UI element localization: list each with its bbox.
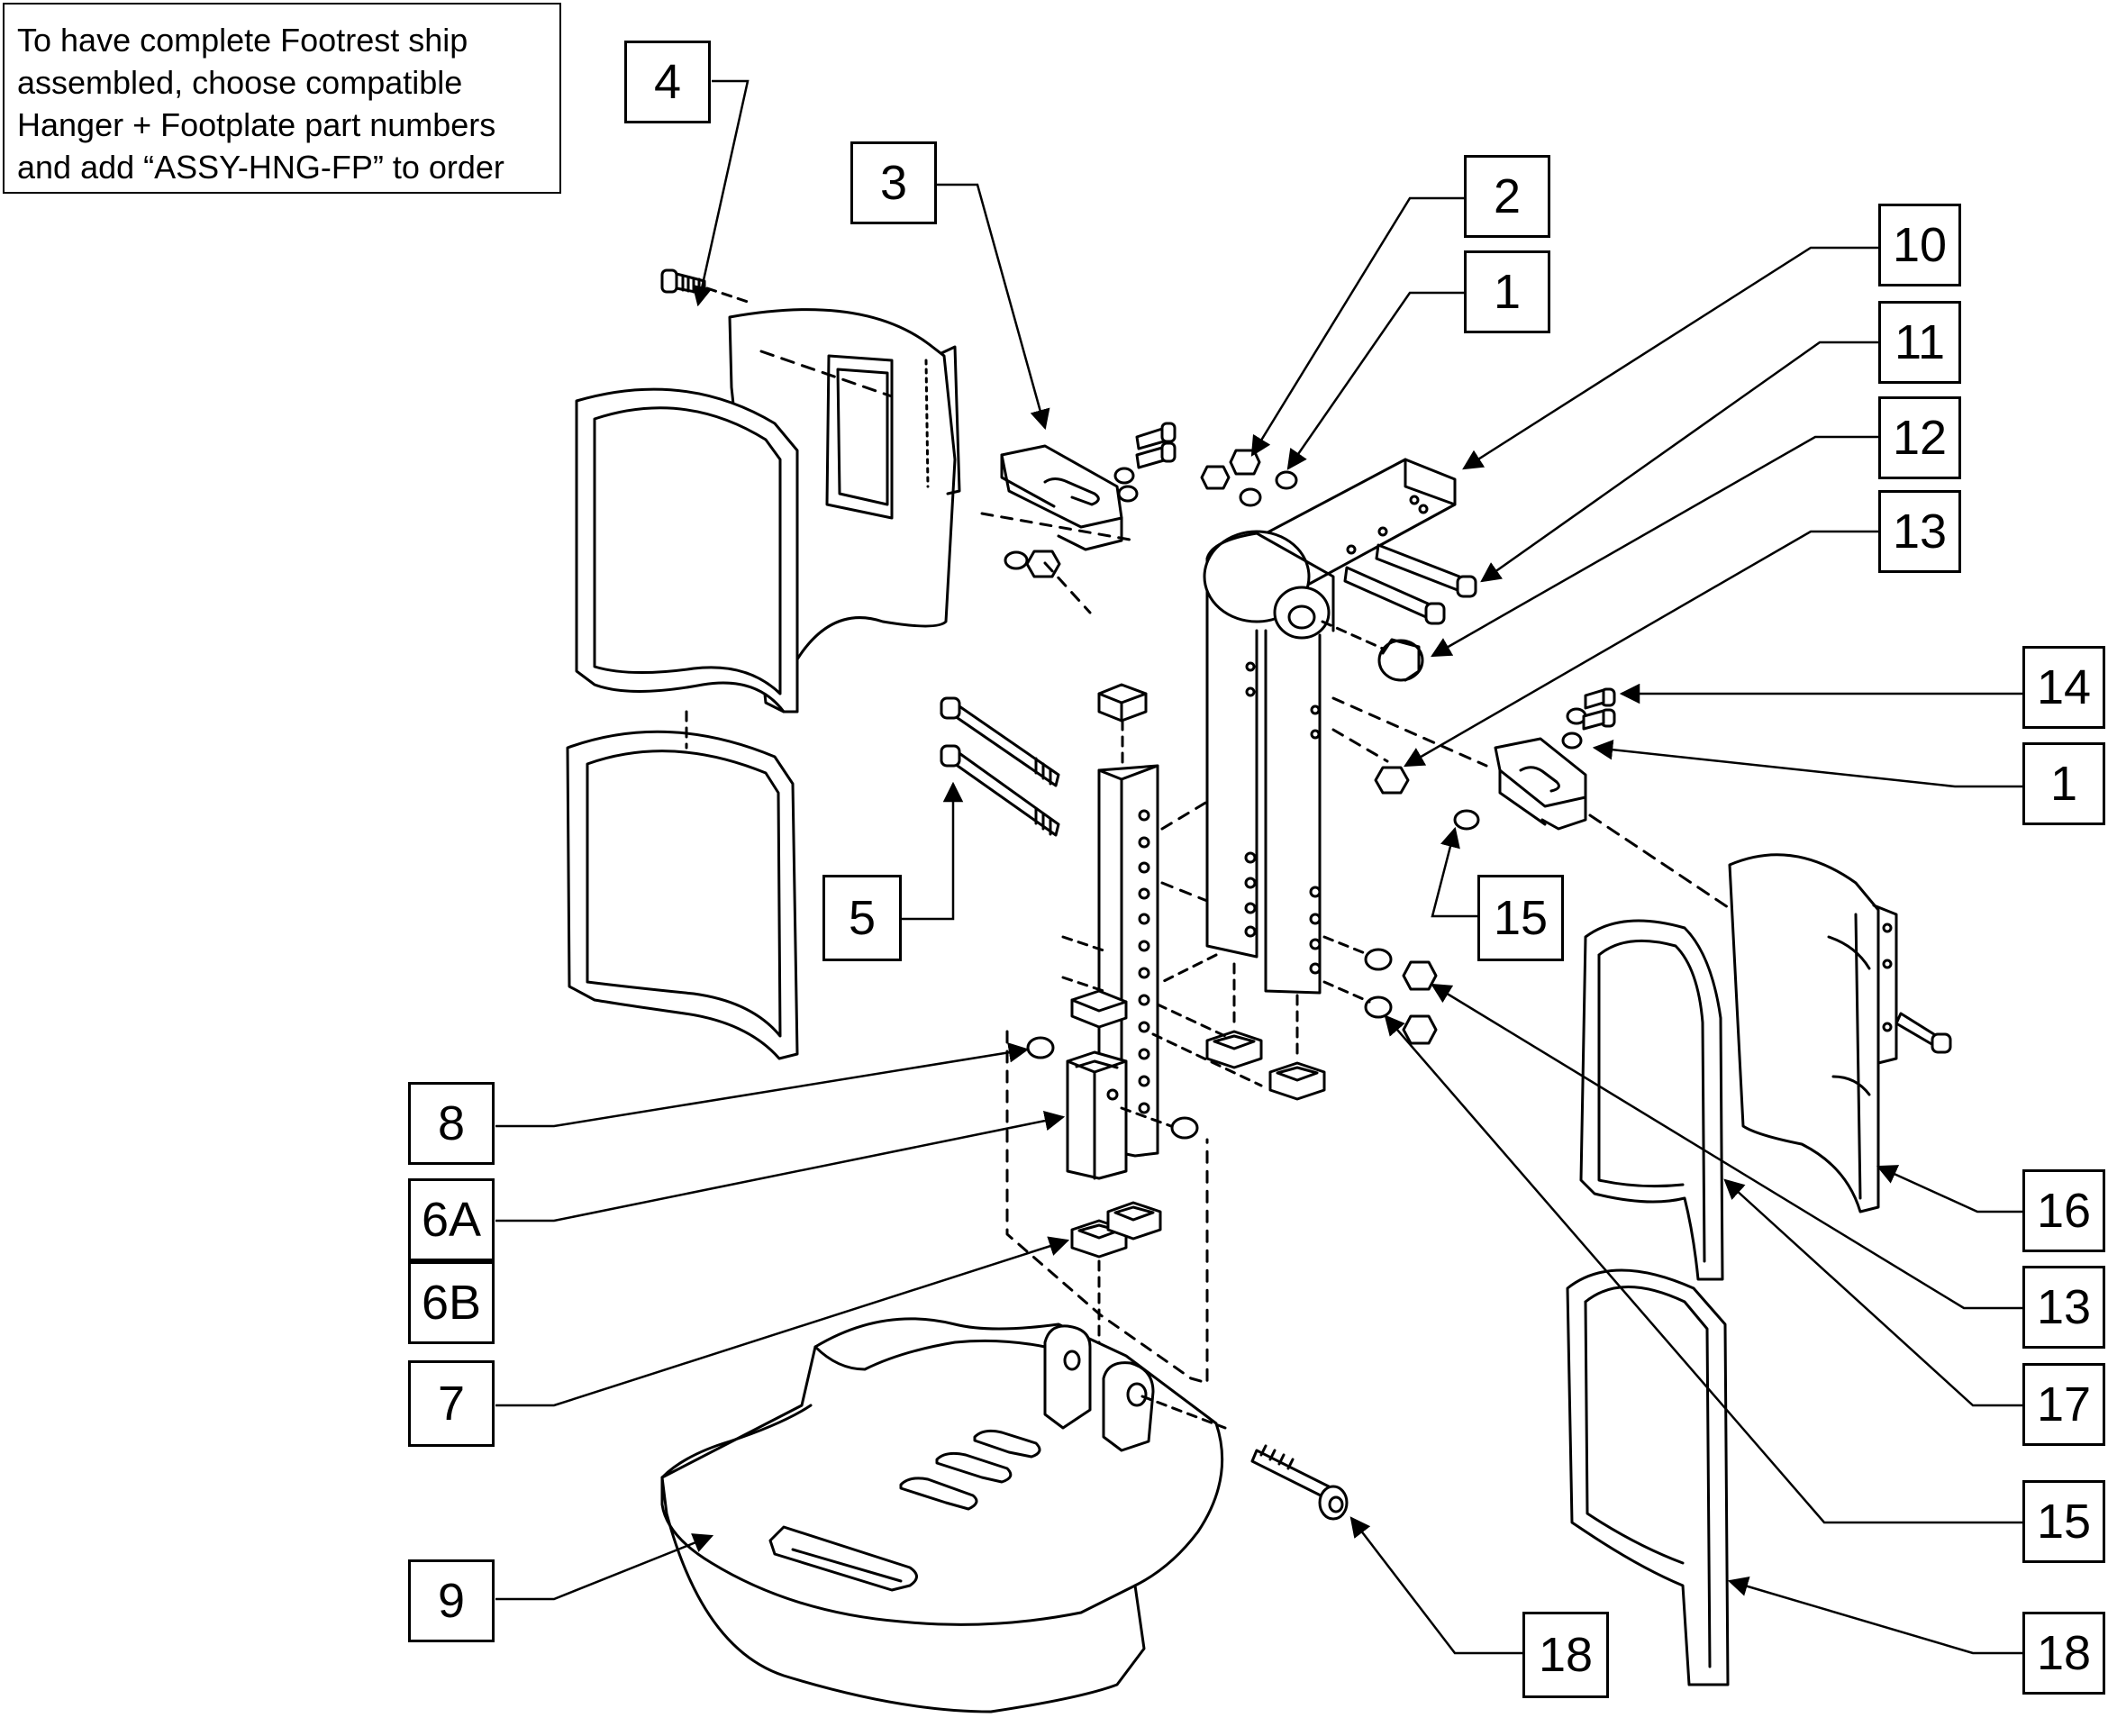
note-line-1: To have complete Footrest ship bbox=[17, 22, 468, 59]
right-pad-screw bbox=[1894, 1012, 1952, 1054]
end-caps-7 bbox=[1070, 1201, 1162, 1259]
callout-14: 14 bbox=[2022, 646, 2105, 729]
callout-12: 12 bbox=[1878, 396, 1961, 479]
lower-calf-pad bbox=[566, 730, 799, 1060]
note-line-2: assembled, choose compatible bbox=[17, 64, 463, 101]
bracket-3-hardware bbox=[1004, 422, 1177, 578]
right-calf-pad-upper bbox=[1579, 853, 1898, 1281]
callout-7: 7 bbox=[408, 1360, 495, 1447]
washer-8-right bbox=[1170, 1116, 1199, 1140]
callout-6b: 6B bbox=[408, 1261, 495, 1344]
leader-lines bbox=[495, 79, 2022, 1655]
top-end-cap bbox=[1097, 683, 1148, 723]
callout-10: 10 bbox=[1878, 204, 1961, 286]
insert-tube-6a bbox=[1066, 989, 1128, 1180]
note-line-4: and add “ASSY-HNG-FP” to order bbox=[17, 149, 504, 186]
washer-8-left bbox=[1026, 1036, 1055, 1059]
bolts-11 bbox=[1343, 543, 1477, 625]
assembly-note: To have complete Footrest ship assembled… bbox=[3, 3, 561, 194]
callout-6a: 6A bbox=[408, 1178, 495, 1261]
callout-1-right: 1 bbox=[2022, 742, 2105, 825]
callout-4: 4 bbox=[624, 41, 711, 123]
screw-4 bbox=[660, 268, 706, 295]
callout-13-right: 13 bbox=[2022, 1266, 2105, 1349]
callout-15-right: 15 bbox=[2022, 1480, 2105, 1563]
pivot-top-hardware bbox=[1200, 449, 1298, 507]
footplate-clevis bbox=[1043, 1324, 1155, 1452]
callout-15-mid: 15 bbox=[1477, 875, 1564, 961]
note-line-3: Hanger + Footplate part numbers bbox=[17, 106, 496, 143]
callout-3: 3 bbox=[850, 141, 937, 224]
callout-17: 17 bbox=[2022, 1363, 2105, 1446]
callout-18-right: 18 bbox=[2022, 1612, 2105, 1695]
long-bolts-5 bbox=[940, 696, 1060, 837]
callout-16: 16 bbox=[2022, 1169, 2105, 1252]
footplate-9 bbox=[660, 1317, 1224, 1713]
callout-5: 5 bbox=[822, 875, 902, 961]
callout-1-top: 1 bbox=[1464, 250, 1550, 333]
hanger-post bbox=[1203, 530, 1335, 995]
callout-18-bottom: 18 bbox=[1522, 1612, 1609, 1698]
callout-11: 11 bbox=[1878, 301, 1961, 384]
callout-2: 2 bbox=[1464, 155, 1550, 238]
post-end-caps bbox=[1205, 1030, 1326, 1101]
post-nuts-washers bbox=[1364, 948, 1438, 1045]
callout-8: 8 bbox=[408, 1082, 495, 1165]
bolt-18-bottom bbox=[1250, 1444, 1349, 1521]
callout-9: 9 bbox=[408, 1559, 495, 1642]
upper-calf-pad bbox=[575, 308, 961, 713]
callout-13-top: 13 bbox=[1878, 490, 1961, 573]
right-bracket bbox=[1374, 687, 1616, 831]
bracket-3 bbox=[1000, 444, 1123, 551]
cap-12 bbox=[1377, 638, 1424, 682]
